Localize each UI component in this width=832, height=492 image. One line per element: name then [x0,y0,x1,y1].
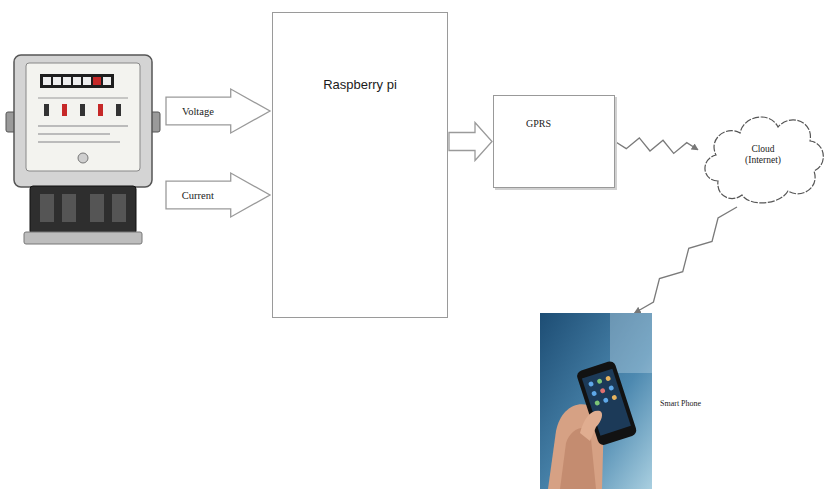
energy-meter [38,98,128,99]
energy-meter [38,141,120,143]
energy-meter [103,77,111,85]
energy-meter [78,153,88,163]
phone-picture [540,313,652,489]
arrow-outline [165,172,271,218]
phone-picture [576,360,638,447]
energy-meter [53,77,61,85]
energy-meter [62,104,67,116]
wireless-link [615,138,698,153]
energy-meter [38,125,128,127]
energy-meter [26,63,140,171]
phone-picture [610,313,652,373]
energy-meter [83,77,91,85]
phone-picture [608,385,614,391]
phone-picture [540,313,652,489]
phone-picture [548,404,604,489]
arrow-outline [166,173,270,217]
node-label: Cloud (Internet) [698,103,828,207]
node-label: Voltage [165,88,231,134]
energy-meter [80,104,85,116]
gprs-box: GPRS [493,95,615,188]
energy-meter [14,55,152,187]
energy-meter [90,194,104,222]
energy-meter [112,194,126,222]
processor-box: Raspberry pi [272,12,448,318]
energy-meter [93,77,101,85]
arrow-outline [165,88,271,134]
energy-meter [73,77,81,85]
phone-picture [594,400,600,406]
energy-meter [40,74,114,88]
cloud-shape: Cloud (Internet) [698,103,828,207]
phone-picture [580,411,602,441]
phone-picture [603,397,609,403]
energy-meter [62,194,76,222]
energy-meter [38,133,110,135]
phone-picture [611,394,617,400]
energy-meter [24,232,142,244]
phone-picture [597,378,603,384]
signal-arrow: Current [165,172,271,218]
smart-phone: Smart Phone [540,313,750,489]
energy-meter [44,104,49,116]
energy-meter [63,77,71,85]
arrow-outline [166,89,270,133]
wireless-link [635,207,738,313]
node-label: GPRS [526,118,551,129]
signal-arrow: Voltage [165,88,271,134]
energy-meter [40,194,54,222]
phone-picture [588,381,594,387]
phone-picture [600,388,606,394]
energy-meter [6,55,160,244]
energy-meter [116,104,121,116]
phone-picture [605,375,611,381]
node-label: Current [165,172,231,218]
energy-meter [43,77,51,85]
energy-meter [30,186,136,234]
phone-picture [576,360,638,447]
block-arrow [449,123,492,161]
node-label: Raspberry pi [273,77,447,92]
device-label: Smart Phone [660,399,701,408]
energy-meter [98,104,103,116]
phone-picture [591,391,597,397]
